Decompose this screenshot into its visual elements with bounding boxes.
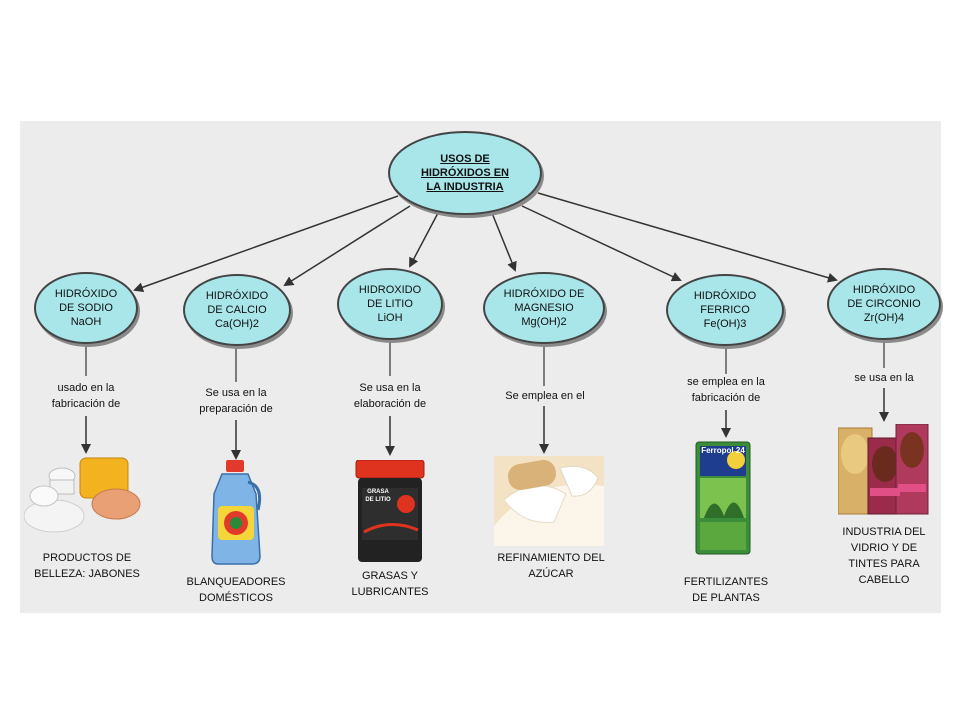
product-label-sodio: PRODUCTOS DE BELLEZA: JABONES xyxy=(34,552,140,580)
root-node: USOS DE HIDRÓXIDOS EN LA INDUSTRIA xyxy=(388,131,542,215)
use-text-circonio: se usa en la xyxy=(854,372,914,384)
node-label: HIDROXIDO DE LITIO LiOH xyxy=(358,284,422,324)
use-text-litio: Se usa en la elaboración de xyxy=(353,382,427,410)
link-root-ferrico xyxy=(521,205,682,282)
fertilizer-box-image xyxy=(695,441,751,555)
jar-label: GRASA DE LITIO xyxy=(365,489,391,503)
link-root-litio xyxy=(409,212,439,268)
use-text-sodio: usado en la fabricación de xyxy=(51,382,121,410)
node-label: HIDRÓXIDO DE MAGNESIO Mg(OH)2 xyxy=(503,288,585,328)
sugar-image xyxy=(494,456,604,546)
product-label-circonio: INDUSTRIA DEL VIDRIO Y DE TINTES PARA CA… xyxy=(842,526,926,586)
use-text-calcio: Se usa en la preparación de xyxy=(199,387,273,415)
use-text-ferrico: se emplea en la fabricación de xyxy=(687,376,765,404)
product-label-litio: GRASAS Y LUBRICANTES xyxy=(351,570,429,598)
hair-dye-image xyxy=(838,424,929,515)
node-hidroxido-calcio: HIDRÓXIDO DE CALCIO Ca(OH)2 xyxy=(183,274,291,346)
node-hidroxido-circonio: HIDRÓXIDO DE CIRCONIO Zr(OH)4 xyxy=(827,268,941,340)
soap-image xyxy=(24,457,141,533)
node-label: HIDRÓXIDO FERRICO Fe(OH)3 xyxy=(693,290,757,330)
node-hidroxido-sodio: HIDRÓXIDO DE SODIO NaOH xyxy=(34,272,138,344)
use-text-magnesio: Se emplea en el xyxy=(505,390,585,402)
grease-jar-image xyxy=(355,460,425,562)
link-root-circonio xyxy=(537,192,838,283)
node-hidroxido-ferrico: HIDRÓXIDO FERRICO Fe(OH)3 xyxy=(666,274,784,346)
fertilizer-brand: Ferropol 24 xyxy=(701,446,745,455)
product-label-magnesio: REFINAMIENTO DEL AZÚCAR xyxy=(497,552,605,580)
bleach-bottle-image xyxy=(211,460,262,565)
link-root-calcio xyxy=(283,205,411,287)
product-label-calcio: BLANQUEADORES DOMÉSTICOS xyxy=(186,576,286,604)
node-label: HIDRÓXIDO DE SODIO NaOH xyxy=(54,288,118,328)
node-hidroxido-magnesio: HIDRÓXIDO DE MAGNESIO Mg(OH)2 xyxy=(483,272,605,344)
node-label: HIDRÓXIDO DE CALCIO Ca(OH)2 xyxy=(205,290,269,330)
product-label-ferrico: FERTILIZANTES DE PLANTAS xyxy=(683,576,769,604)
root-label: USOS DE HIDRÓXIDOS EN LA INDUSTRIA xyxy=(420,153,509,193)
node-hidroxido-litio: HIDROXIDO DE LITIO LiOH xyxy=(337,268,443,340)
link-root-sodio xyxy=(133,195,399,293)
node-label: HIDRÓXIDO DE CIRCONIO Zr(OH)4 xyxy=(847,284,921,324)
link-root-magnesio xyxy=(491,212,517,272)
